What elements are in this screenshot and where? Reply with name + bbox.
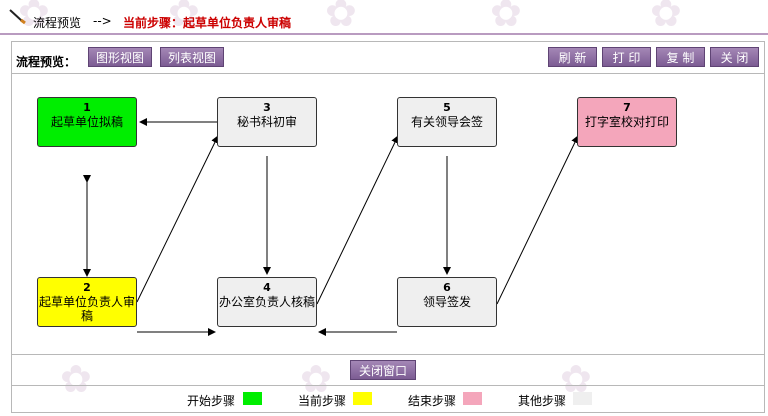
node-number: 7 <box>623 101 631 114</box>
flower-decoration: ✿ <box>18 0 50 35</box>
edge-4-to-5 <box>316 135 399 305</box>
node-label: 领导签发 <box>422 295 471 309</box>
edge-2-to-3 <box>136 135 219 303</box>
node-number: 4 <box>263 281 271 294</box>
flow-node-5[interactable]: 5 有关领导会签 <box>397 97 497 147</box>
flow-node-3[interactable]: 3 秘书科初审 <box>217 97 317 147</box>
node-number: 1 <box>83 101 91 114</box>
node-label: 起草单位负责人审稿 <box>38 295 135 323</box>
node-number: 2 <box>83 281 91 294</box>
list-view-button[interactable]: 列表视图 <box>160 47 224 67</box>
flow-node-4[interactable]: 4 办公室负责人核稿 <box>217 277 317 327</box>
legend-label: 其他步骤 <box>518 394 567 408</box>
flow-connectors <box>83 118 579 336</box>
node-label: 有关领导会签 <box>410 115 483 129</box>
flower-decoration: ✿ <box>490 0 522 35</box>
legend-swatch-current <box>353 392 372 405</box>
legend-swatch-end <box>463 392 482 405</box>
edge-6-to-7 <box>496 135 579 305</box>
close-button[interactable]: 关 闭 <box>710 47 759 67</box>
copy-button[interactable]: 复 制 <box>656 47 705 67</box>
pen-icon <box>9 9 26 25</box>
footer-bar: 关闭窗口 <box>12 354 764 386</box>
flower-decoration: ✿ <box>168 0 200 35</box>
node-label: 打字室校对打印 <box>584 115 669 129</box>
graph-view-button[interactable]: 图形视图 <box>88 47 152 67</box>
node-number: 6 <box>443 281 451 294</box>
legend-label: 开始步骤 <box>187 394 236 408</box>
toolbar: 流程预览： 图形视图 列表视图 刷 新 打 印 复 制 关 闭 <box>12 42 764 74</box>
flower-decoration: ✿ <box>300 357 332 401</box>
page-title: 流程预览 <box>33 16 82 30</box>
flow-node-7[interactable]: 7 打字室校对打印 <box>577 97 677 147</box>
flow-node-6[interactable]: 6 领导签发 <box>397 277 497 327</box>
toolbar-label: 流程预览： <box>16 55 77 69</box>
print-button[interactable]: 打 印 <box>602 47 651 67</box>
flow-node-2[interactable]: 2 起草单位负责人审稿 <box>37 277 137 327</box>
close-window-button[interactable]: 关闭窗口 <box>350 360 416 380</box>
flower-decoration: ✿ <box>560 357 592 401</box>
node-label: 秘书科初审 <box>236 115 297 129</box>
refresh-button[interactable]: 刷 新 <box>548 47 597 67</box>
node-label: 起草单位拟稿 <box>50 115 123 129</box>
flower-decoration: ✿ <box>650 0 682 35</box>
flow-node-1[interactable]: 1 起草单位拟稿 <box>37 97 137 147</box>
node-number: 3 <box>263 101 271 114</box>
legend: 开始步骤 当前步骤 结束步骤 其他步骤 <box>12 385 764 411</box>
arrow-separator: --> <box>93 14 112 28</box>
flow-preview-panel: 流程预览： 图形视图 列表视图 刷 新 打 印 复 制 关 闭 <box>11 41 765 413</box>
legend-label: 结束步骤 <box>408 394 457 408</box>
flower-decoration: ✿ <box>325 0 357 35</box>
legend-swatch-start <box>243 392 262 405</box>
flower-decoration: ✿ <box>60 357 92 401</box>
legend-label: 当前步骤 <box>298 394 347 408</box>
legend-swatch-other <box>573 392 592 405</box>
node-number: 5 <box>443 101 451 114</box>
flow-diagram: 1 起草单位拟稿 2 起草单位负责人审稿 3 秘书科初审 4 办公室负责人核稿 … <box>12 74 764 354</box>
current-step-label: 当前步骤：起草单位负责人审稿 <box>123 16 292 30</box>
node-label: 办公室负责人核稿 <box>218 295 315 309</box>
page-header: 流程预览 --> 当前步骤：起草单位负责人审稿 <box>0 0 768 35</box>
header-divider <box>0 33 768 35</box>
